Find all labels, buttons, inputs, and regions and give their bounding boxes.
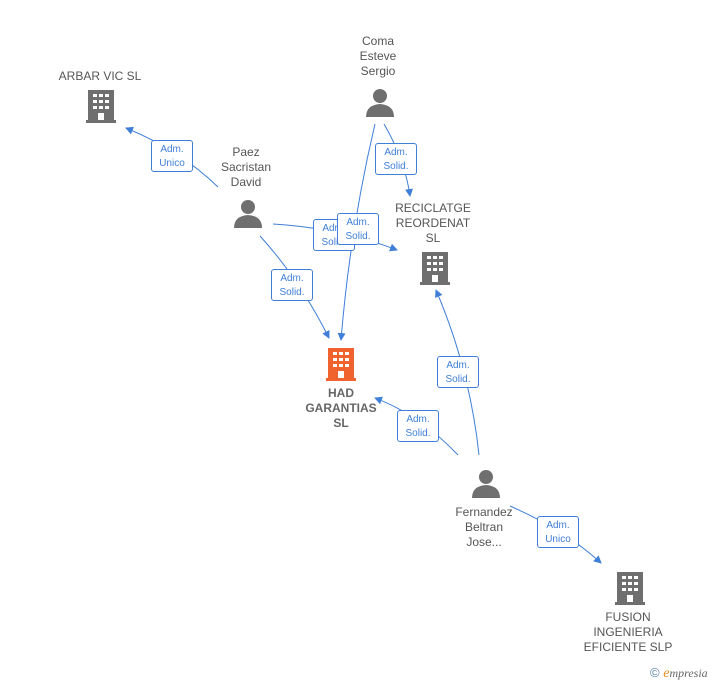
person-icon <box>234 200 262 228</box>
building-icon-main <box>326 348 356 381</box>
relation-badge[interactable]: Adm. Solid. <box>397 410 439 442</box>
relation-badge[interactable]: Adm. Solid. <box>271 269 313 301</box>
node-label-arbar-vic-sl[interactable]: ARBAR VIC SL <box>58 69 142 83</box>
relation-badge[interactable]: Adm. Solid. <box>313 219 355 251</box>
node-label-fernandez-beltran-jose[interactable]: Fernandez Beltran Jose... <box>455 505 513 549</box>
building-icon <box>86 90 116 123</box>
relation-badge[interactable]: Adm. Unico <box>151 140 193 172</box>
empresia-copyright: © empresia <box>650 665 708 682</box>
node-label-fusion-ingenieria-eficiente-slp[interactable]: FUSION INGENIERIA EFICIENTE SLP <box>583 610 673 654</box>
building-icon <box>420 252 450 285</box>
node-label-had-garantias-sl[interactable]: HAD GARANTIAS SL <box>305 386 377 430</box>
node-label-coma-esteve-sergio[interactable]: Coma Esteve Sergio <box>359 34 397 78</box>
copyright-icon: © <box>650 665 660 680</box>
node-label-paez-sacristan-david[interactable]: Paez Sacristan David <box>220 145 272 189</box>
node-label-reciclatge-reordenat-sl[interactable]: RECICLATGE REORDENAT SL <box>395 201 471 245</box>
empresia-logo-text: mpresia <box>669 666 708 680</box>
relation-badge[interactable]: Adm. Solid. <box>375 143 417 175</box>
person-icon <box>366 89 394 117</box>
relation-badge[interactable]: Adm. Solid. <box>437 356 479 388</box>
person-icon <box>472 470 500 498</box>
empresia-logo-e: e <box>663 666 670 681</box>
building-icon <box>615 572 645 605</box>
relation-badge[interactable]: Adm. Unico <box>537 516 579 548</box>
relation-badge[interactable]: Adm. Solid. <box>337 213 379 245</box>
